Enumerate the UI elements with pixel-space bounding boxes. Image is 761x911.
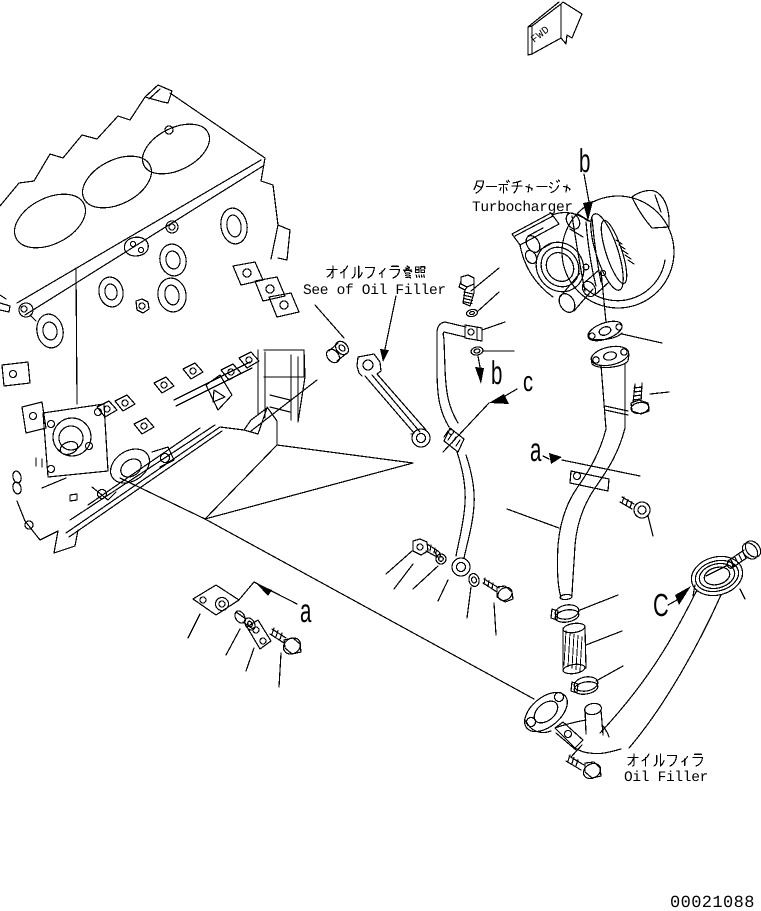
svg-text:Oil Filler: Oil Filler [624, 770, 708, 786]
svg-text:b: b [491, 354, 502, 391]
svg-text:a: a [300, 592, 312, 629]
svg-text:b: b [579, 142, 590, 179]
svg-text:c: c [523, 366, 533, 397]
svg-text:C: C [653, 587, 669, 623]
svg-text:a: a [530, 431, 542, 468]
svg-text:00021088: 00021088 [670, 894, 755, 911]
svg-text:Turbocharger: Turbocharger [472, 200, 573, 216]
svg-text:See of Oil Filler: See of Oil Filler [303, 283, 446, 299]
